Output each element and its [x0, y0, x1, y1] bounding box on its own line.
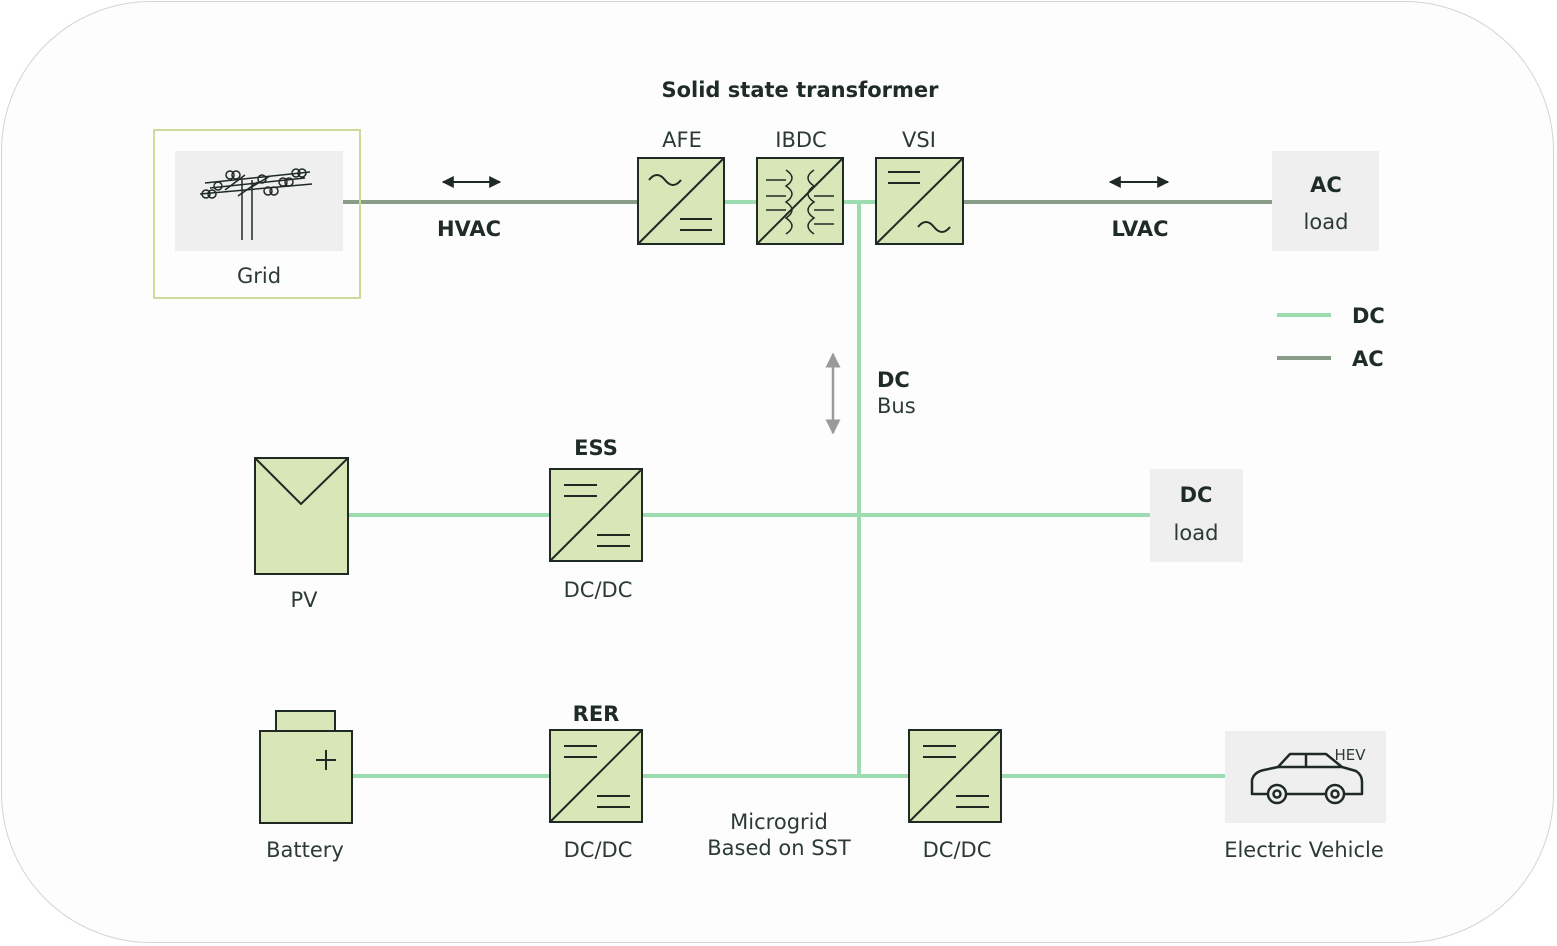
grid-node: Grid: [153, 129, 361, 299]
vsi-label: VSI: [902, 128, 936, 152]
ev-converter: DC/DC: [908, 729, 1002, 862]
ac-load-sub: load: [1304, 210, 1349, 234]
rer-sub: DC/DC: [564, 838, 633, 862]
grid-frame: [153, 129, 361, 299]
transformer-icon: [766, 169, 834, 235]
microgrid-line1: Microgrid: [730, 810, 828, 834]
legend-ac-label: AC: [1352, 347, 1384, 371]
power-pole-icon: [199, 168, 313, 240]
pv-panel-icon: [254, 457, 349, 575]
ibdc-block: IBDC: [756, 128, 844, 245]
hvac-label: HVAC: [437, 217, 501, 241]
ev-label: Electric Vehicle: [1224, 838, 1384, 862]
ess-title: ESS: [574, 436, 618, 460]
grid-icon-bg: [175, 151, 343, 251]
grid-label: Grid: [237, 264, 281, 288]
ev-node: HEV Electric Vehicle: [1224, 731, 1386, 862]
rer-title: RER: [573, 702, 620, 726]
ess-converter: ESS DC/DC: [549, 436, 643, 602]
legend: DC AC: [1277, 304, 1385, 371]
diagram-title: Solid state transformer: [661, 78, 939, 102]
ev-converter-sub: DC/DC: [923, 838, 992, 862]
legend-dc-label: DC: [1352, 304, 1385, 328]
ac-load-title: AC: [1310, 173, 1342, 197]
pv-node: PV: [254, 457, 349, 612]
battery-node: Battery: [259, 710, 353, 862]
ac-wave-icon: [917, 221, 951, 233]
ac-wave-icon: [648, 174, 682, 186]
car-icon: [1250, 752, 1364, 805]
ess-sub: DC/DC: [564, 578, 633, 602]
afe-label: AFE: [662, 128, 702, 152]
dc-bus-title: DC: [877, 368, 910, 392]
afe-block: AFE: [637, 128, 725, 245]
dc-load-title: DC: [1180, 483, 1213, 507]
dc-load-node: DC load: [1150, 469, 1243, 562]
ac-load-node: AC load: [1272, 151, 1379, 251]
ev-badge: HEV: [1334, 746, 1366, 764]
dc-bus-sub: Bus: [877, 394, 916, 418]
battery-label: Battery: [266, 838, 344, 862]
dc-load-sub: load: [1174, 521, 1219, 545]
lvac-label: LVAC: [1112, 217, 1169, 241]
pv-label: PV: [290, 588, 318, 612]
battery-icon: [259, 710, 353, 824]
vsi-block: VSI: [875, 128, 964, 245]
microgrid-line2: Based on SST: [707, 836, 851, 860]
ibdc-label: IBDC: [775, 128, 826, 152]
rer-converter: RER DC/DC: [549, 702, 643, 862]
